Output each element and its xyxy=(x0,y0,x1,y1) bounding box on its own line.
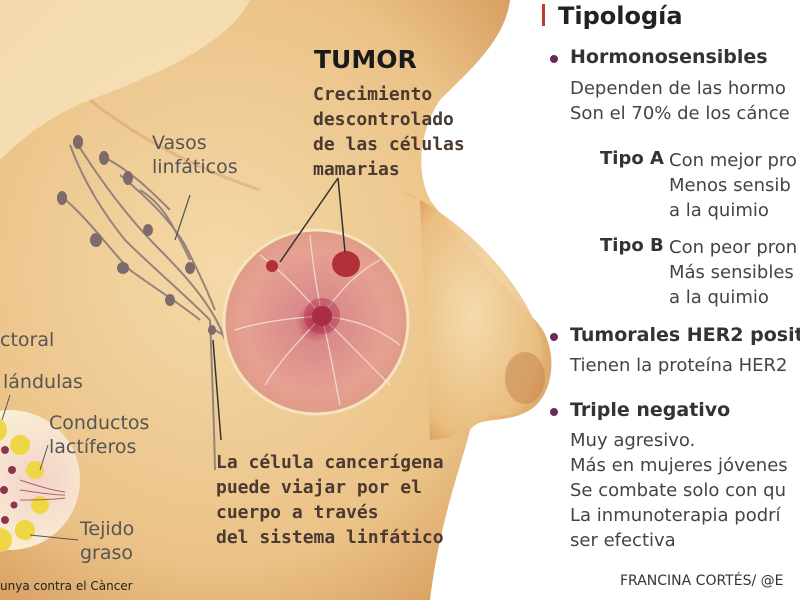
tumor-title: TUMOR xyxy=(314,45,417,74)
triple-line-3: Se combate solo con qu xyxy=(570,480,786,501)
conductos-label-2: lactíferos xyxy=(49,436,137,458)
inset-lobules xyxy=(0,446,18,524)
bullet-hormono xyxy=(550,55,558,63)
hormono-line-2: Son el 70% de los cánce xyxy=(570,103,790,124)
tumor-description-3: de las células xyxy=(313,134,465,155)
her2-line: Tienen la proteína HER2 xyxy=(570,355,788,376)
celula-text-2: puede viajar por el xyxy=(216,477,422,498)
tipo-a-line-2: Menos sensib xyxy=(669,175,791,196)
tejido-label-2: graso xyxy=(80,542,134,564)
title-accent-bar xyxy=(542,4,545,26)
her2-heading: Tumorales HER2 positi xyxy=(570,324,800,346)
hormono-line-1: Dependen de las hormo xyxy=(570,78,786,99)
triple-line-4: La inmunoterapia podrí xyxy=(570,505,781,526)
tumor-description-4: mamarias xyxy=(313,159,400,180)
hormono-heading: Hormonosensibles xyxy=(570,46,768,68)
conductos-label-1: Conductos xyxy=(49,412,150,434)
tipo-a-label: Tipo A xyxy=(600,148,664,169)
lymph-nodes xyxy=(57,135,216,335)
bullet-triple xyxy=(550,408,558,416)
tipo-b-line-2: Más sensibles xyxy=(669,262,794,283)
inset-glands xyxy=(0,419,49,552)
tumor-description-1: Crecimiento xyxy=(313,84,433,105)
tipo-b-label: Tipo B xyxy=(600,235,664,256)
pectoral-label: ctoral xyxy=(0,329,55,351)
bullet-her2 xyxy=(550,333,558,341)
glandulas-label: lándulas xyxy=(3,371,83,393)
tumor-description-2: descontrolado xyxy=(313,109,454,130)
tipo-a-line-1: Con mejor pro xyxy=(669,150,797,171)
tumor-dot-small xyxy=(266,260,278,272)
celula-text-3: cuerpo a través xyxy=(216,502,379,523)
tipo-a-line-3: a la quimio xyxy=(669,200,769,221)
tumor-dot-large xyxy=(332,251,360,277)
tejido-label-1: Tejido xyxy=(80,518,135,540)
celula-text-1: La célula cancerígena xyxy=(216,452,444,473)
tipo-b-line-1: Con peor pron xyxy=(669,237,798,258)
triple-line-5: ser efectiva xyxy=(570,530,676,551)
triple-line-2: Más en mujeres jóvenes xyxy=(570,455,788,476)
tipologia-title: Tipología xyxy=(558,2,683,30)
tipo-b-line-3: a la quimio xyxy=(669,287,769,308)
left-credit: unya contra el Càncer xyxy=(0,579,133,593)
vasos-label-2: linfáticos xyxy=(152,156,238,178)
triple-line-1: Muy agresivo. xyxy=(570,430,696,451)
triple-heading: Triple negativo xyxy=(570,399,731,421)
arm-shade xyxy=(0,0,250,160)
author-credit: FRANCINA CORTÉS/ @E xyxy=(620,573,784,589)
vasos-label-1: Vasos xyxy=(152,132,207,154)
celula-text-4: del sistema linfático xyxy=(216,527,444,548)
